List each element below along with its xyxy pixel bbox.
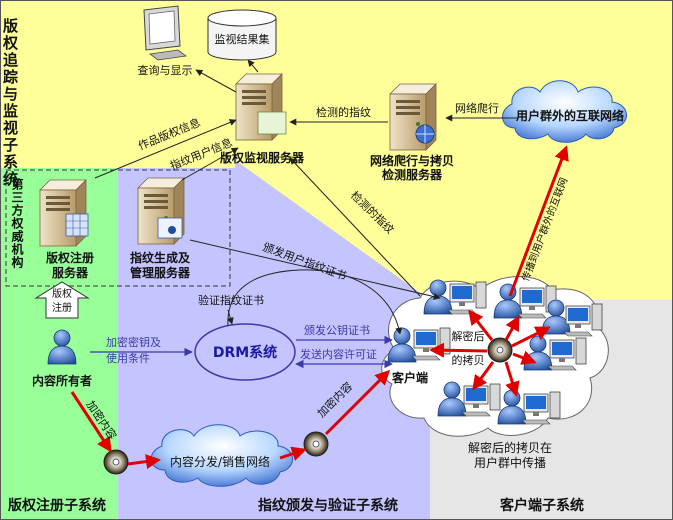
- decrypted-copy-disc: [487, 337, 513, 363]
- fingerprint-server-label-1: 指纹生成及: [130, 250, 191, 265]
- top-subsystem-title: 版权追踪与监视子系统: [1, 17, 19, 188]
- verify-fp-to-drm-arrow: [226, 309, 234, 325]
- encrypted-content-right-arrow: [324, 369, 391, 436]
- verify-fp-cert-arrow: [227, 269, 403, 335]
- distribution-cloud-icon: [150, 424, 293, 487]
- web-crawl-label: 网络爬行: [455, 101, 499, 115]
- monitor-server-icon: [235, 73, 287, 141]
- third-party-label: 第三方权威机构: [10, 177, 24, 269]
- encrypted-disc-left: [103, 449, 129, 475]
- key-conditions-label-1: 加密密钥及: [106, 335, 161, 349]
- register-server-label-1: 版权注册: [46, 250, 94, 265]
- owner-label: 内容所有者: [32, 373, 92, 388]
- spread-label-2: 用户群中传播: [474, 455, 546, 470]
- monitor-server-label: 版权监视服务器: [220, 150, 305, 165]
- key-conditions-label-2: 使用条件: [106, 351, 150, 365]
- copyright-reg-label-1: 版权: [52, 287, 72, 300]
- client-subsystem-title: 客户端子系统: [499, 497, 584, 514]
- fingerprint-server-label-2: 管理服务器: [130, 265, 191, 280]
- issue-pubkey-cert-label: 颁发公钥证书: [304, 323, 370, 337]
- distribution-network-label: 内容分发/销售网络: [170, 454, 270, 469]
- query-display-label: 查询与显示: [138, 63, 193, 77]
- monitor-db-label: 监视结果集: [215, 32, 270, 46]
- encrypted-content-left-arrow: [70, 391, 112, 453]
- internet-cloud-icon: [502, 80, 627, 143]
- decrypted-copy-label-1: 解密后: [452, 329, 485, 343]
- register-server-icon: [39, 179, 89, 247]
- encrypted-disc-right: [303, 431, 329, 457]
- issue-fp-cert-arrow: [189, 239, 441, 300]
- fingerprint-server-icon: [137, 177, 185, 245]
- crawler-server-label-1: 网络爬行与拷贝: [370, 153, 454, 168]
- crawler-server-label-2: 检测服务器: [382, 167, 443, 182]
- copyright-reg-label-2: 注册: [52, 301, 72, 314]
- top-arrows: [94, 59, 518, 297]
- third-party-box: [5, 169, 231, 287]
- fingerprint-subsystem-title: 指纹颁发与验证子系统: [258, 497, 398, 514]
- encrypted-to-distribution-arrow: [127, 454, 161, 470]
- monitor-db-icon: [207, 9, 277, 61]
- drm-system-node: [194, 323, 296, 381]
- drm-system-label: DRM系统: [213, 344, 277, 361]
- verify-fp-cert-label: 验证指纹证书: [198, 293, 264, 307]
- spread-label-1: 解密后的拷贝在: [468, 440, 552, 455]
- client-label: 客户端: [391, 370, 428, 385]
- internet-label: 用户群外的互联网络: [515, 108, 624, 123]
- copyright-reg-arrow: [34, 281, 90, 319]
- send-license-label: 发送内容许可证: [300, 347, 377, 361]
- spread-to-internet-arrow: [508, 145, 569, 297]
- detected-fp-top-label: 检测的指纹: [316, 105, 371, 119]
- top-subsystem-title-text: 版权追踪与监视子系统: [1, 17, 19, 188]
- distribution-to-disc-arrow: [279, 446, 307, 461]
- crawler-server-icon: [389, 83, 437, 151]
- decrypted-copy-label-2: 的拷贝: [452, 353, 485, 367]
- register-subsystem-title: 版权注册子系统: [8, 497, 106, 514]
- register-server-label-2: 服务器: [52, 265, 89, 280]
- spread-arrows: [429, 309, 551, 397]
- monitor-display-icon: [143, 5, 188, 61]
